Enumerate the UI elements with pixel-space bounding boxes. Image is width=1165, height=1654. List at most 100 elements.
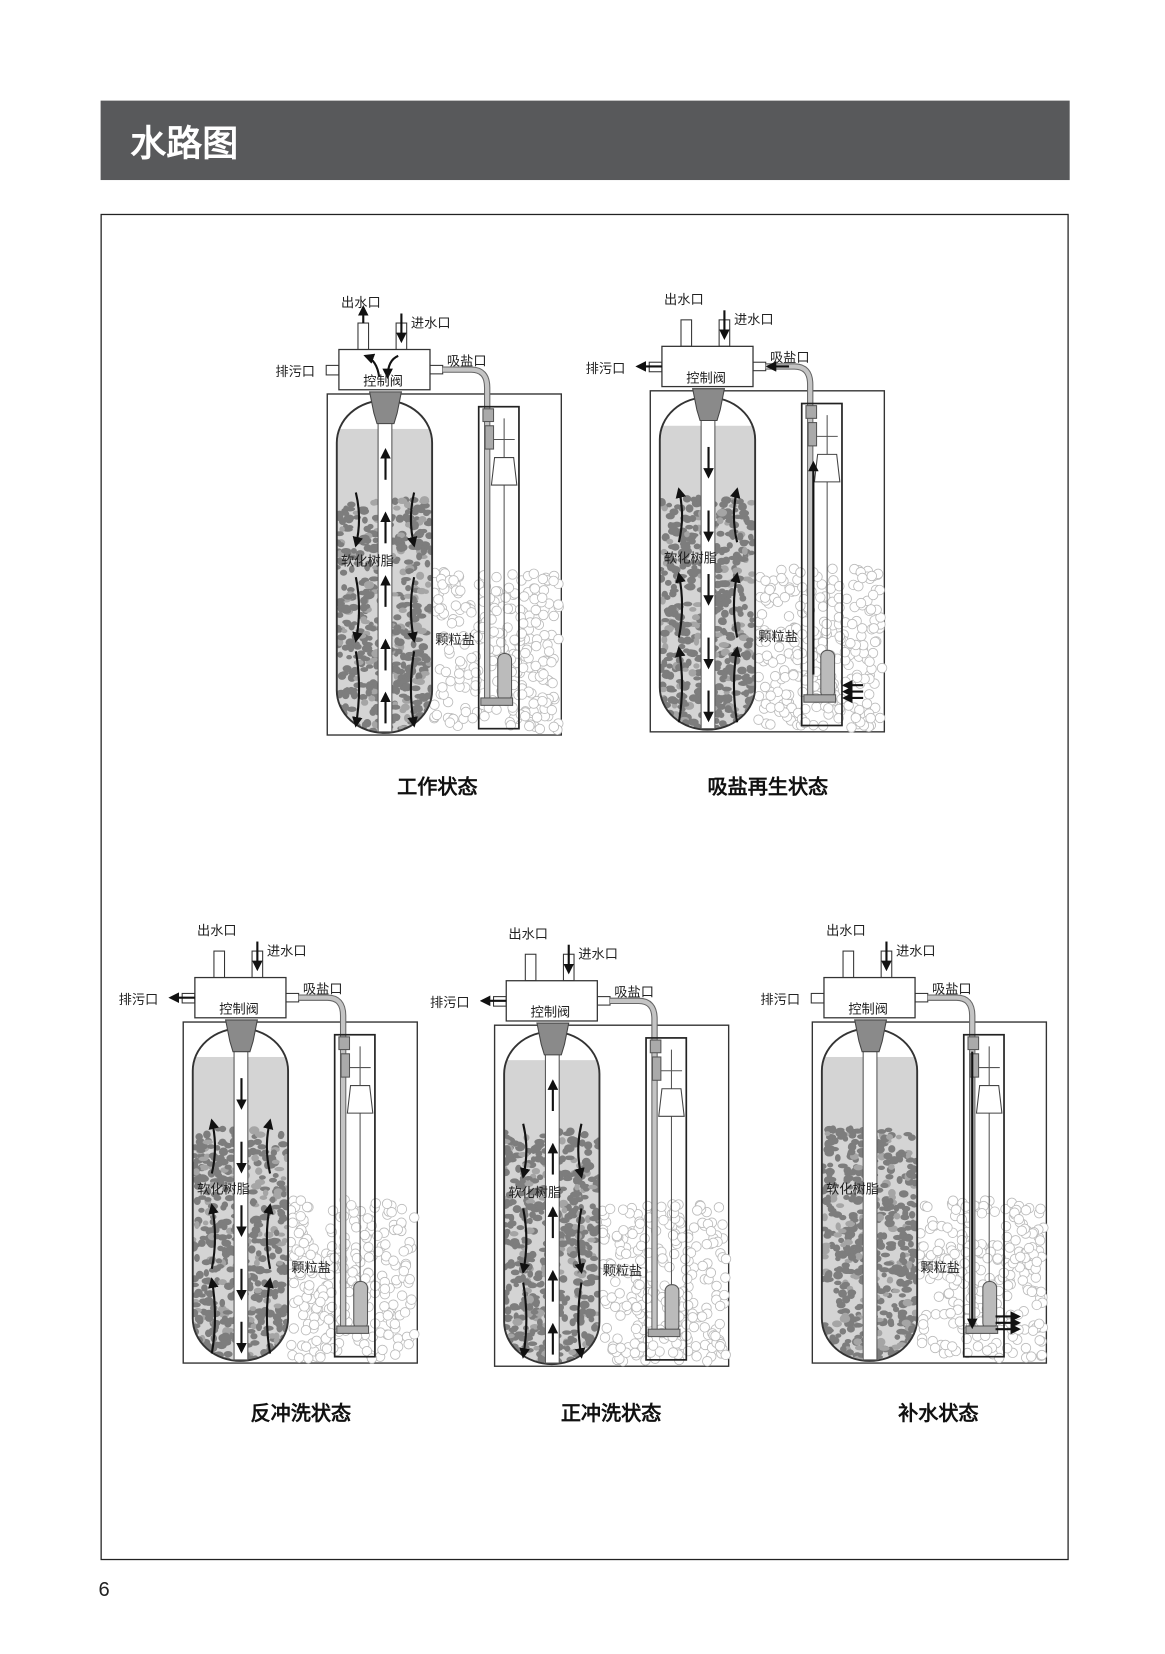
safety-valve [969,1053,980,1078]
state-caption: 吸盐再生状态 [708,774,830,798]
brine-port-label: 吸盐口 [447,353,487,369]
brine-well [800,402,843,727]
brine-port [752,361,767,372]
outlet-pipe [213,950,226,979]
control-valve [505,980,598,1022]
brine-port [914,992,929,1003]
state-caption: 工作状态 [397,774,478,798]
resin-label: 软化树脂 [664,550,717,566]
resin-label: 软化树脂 [826,1182,879,1198]
brine-line [610,998,676,1335]
inlet-label: 进水口 [267,943,307,959]
control-valve-label: 控制阀 [219,1002,259,1018]
outlet-label: 出水口 [341,295,381,311]
resin-label: 软化树脂 [508,1185,561,1201]
flow-arrow [675,487,687,543]
drain-label: 排污口 [119,992,159,1008]
valve-adapter [691,388,726,421]
flow-arrow [730,571,741,638]
outlet-label: 出水口 [508,926,548,942]
drain-label: 排污口 [275,364,315,380]
control-valve [194,976,287,1019]
flow-arrow [352,577,363,643]
flow-arrow [352,492,363,548]
flow-arrow [208,1118,219,1174]
float [975,1085,1003,1114]
header-bar [100,100,1070,181]
outlet-pipe [524,953,537,982]
flow-arrow [406,492,418,548]
safety-valve [484,425,495,450]
valve-adapter [368,391,403,425]
brine-port [285,992,300,1003]
brine-line [298,995,365,1332]
riser-tube [862,1045,878,1361]
outlet-pipe [842,950,855,979]
salt-label: 颗粒盐 [603,1263,643,1279]
outlet-label: 出水口 [664,292,704,308]
page-title: 水路图 [130,124,238,165]
control-valve-label: 控制阀 [848,1002,888,1018]
safety-valve [340,1053,351,1078]
drain-port [325,364,340,376]
salt-label: 颗粒盐 [758,629,798,645]
salt-label: 颗粒盐 [291,1260,331,1276]
inlet-label: 进水口 [411,315,451,331]
outlet-label: 出水口 [826,923,866,939]
drain-label: 排污口 [586,361,626,377]
flow-arrow [730,646,741,723]
inlet-label: 进水口 [578,946,618,962]
salt-label: 颗粒盐 [920,1260,960,1276]
brine-well [645,1037,688,1361]
flow-arrow [519,1208,531,1275]
brine-line [442,367,509,704]
control-valve [823,976,916,1019]
flow-arrow [263,1203,274,1270]
check-valve [820,649,836,699]
control-valve-label: 控制阀 [363,374,403,390]
resin-label: 软化树脂 [341,554,394,570]
check-valve [664,1284,680,1333]
outlet-pipe [680,319,693,347]
flow-arrow [363,353,381,378]
float [346,1085,374,1114]
brine-port-label: 吸盐口 [614,985,654,1001]
brine-port [596,996,611,1006]
flow-arrow [574,1123,585,1179]
state-caption: 补水状态 [898,1401,979,1425]
flow-arrow [675,571,686,638]
brine-line [927,995,994,1332]
flow-arrow [352,651,363,728]
safety-valve [807,422,818,447]
drain-port [810,992,825,1004]
valve-adapter [536,1022,570,1056]
valve-adapter [224,1019,259,1053]
inlet-label: 进水口 [896,943,936,959]
valve-adapter [854,1019,888,1053]
flow-arrow [262,1118,274,1174]
flow-arrow [574,1282,586,1359]
drain-label: 排污口 [760,992,800,1008]
page-number: 6 [98,1579,109,1601]
check-valve [353,1280,369,1330]
flow-arrow [520,1123,531,1179]
flow-arrow [407,577,418,643]
check-valve [982,1280,998,1330]
flow-arrow [208,1203,219,1270]
content-frame [100,213,1069,1561]
inlet-label: 进水口 [734,312,774,328]
check-valve [497,652,513,702]
brine-well [962,1033,1005,1358]
salt-pellets [914,1195,1049,1364]
float [490,457,518,486]
brine-port-label: 吸盐口 [303,981,343,997]
drain-label: 排污口 [430,995,470,1011]
flow-arrow [407,651,418,728]
brine-port-label: 吸盐口 [770,350,810,366]
state-caption: 反冲洗状态 [251,1401,352,1425]
